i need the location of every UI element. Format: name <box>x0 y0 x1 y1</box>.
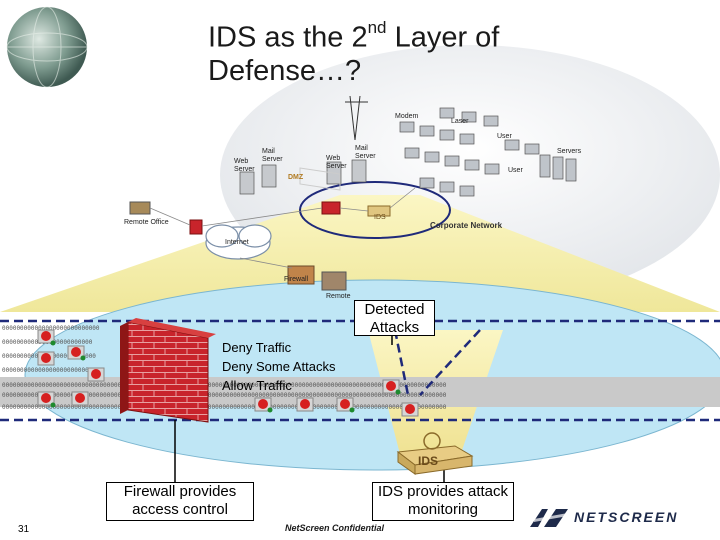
attack-packets <box>37 329 419 417</box>
firewall-wall <box>120 318 216 423</box>
title-superscript: nd <box>367 18 387 37</box>
label-user-mid: User <box>508 167 523 174</box>
network-illustration <box>129 95 577 291</box>
confidential-notice: NetScreen Confidential <box>285 523 385 533</box>
label-remote-bottom: Remote <box>326 293 351 300</box>
label-dmz: DMZ <box>288 174 304 181</box>
label-remote-office: Remote Office <box>124 219 169 226</box>
network-layer-ellipse <box>24 279 720 471</box>
label-mail-server-left: Mail Server <box>262 148 283 163</box>
deny-traffic-label: Deny Traffic <box>222 340 292 355</box>
attack-packet <box>401 402 419 417</box>
ids-caption: IDS provides attack monitoring <box>377 483 509 518</box>
attack-packet <box>87 367 105 382</box>
label-servers: Servers <box>557 148 582 155</box>
label-user-top: User <box>497 133 512 140</box>
label-laser: Laser <box>451 118 469 125</box>
attack-packet <box>254 397 272 412</box>
label-modem: Modem <box>395 113 419 120</box>
firewall-caption-box: Firewall provides access control <box>106 482 254 521</box>
svg-text:000000000000000000000000000000: 0000000000000000000000000000000000000000… <box>2 382 447 389</box>
attack-packet <box>37 351 55 366</box>
attack-packet <box>71 391 89 406</box>
coverage-beam <box>0 195 720 312</box>
label-web-server-right: Web Server <box>326 155 347 170</box>
title-prefix: IDS as the 2 <box>208 21 368 54</box>
label-ids-small: IDS <box>374 214 386 221</box>
attack-packet <box>37 329 55 344</box>
deny-some-attacks-label: Deny Some Attacks <box>222 359 336 374</box>
ids-sensor <box>396 432 474 475</box>
label-firewall-small: Firewall <box>284 276 309 283</box>
attack-packet <box>67 345 85 360</box>
netscreen-mark-icon <box>530 509 568 527</box>
svg-text:000000000000000000000000000000: 0000000000000000000000000000000000000000… <box>2 404 447 411</box>
firewall-caption: Firewall provides access control <box>123 483 237 518</box>
label-web-server-left: Web Server <box>234 158 255 173</box>
ids-caption-box: IDS provides attack monitoring <box>372 482 514 521</box>
svg-text:000000000000000000000000000000: 0000000000000000000000000000000000000000… <box>2 392 447 399</box>
svg-text:000000000000000000000000000: 000000000000000000000000000 <box>2 325 100 332</box>
title-suffix: Layer of <box>386 21 500 54</box>
attack-packet <box>382 379 400 394</box>
attack-packet <box>336 397 354 412</box>
ids-device-label: IDS <box>418 454 439 468</box>
allow-traffic-label: Allow Traffic <box>222 378 292 393</box>
detected-attacks-box: Detected Attacks <box>354 300 435 336</box>
label-mail-server-right: Mail Server <box>355 145 376 160</box>
title-line-2: Defense…? <box>208 54 362 87</box>
detected-attacks-label: Detected Attacks <box>364 301 425 336</box>
blocked-markers <box>50 340 401 413</box>
netscreen-logo: NETSCREEN <box>574 509 679 525</box>
traffic-dash-lines <box>0 319 720 422</box>
label-corporate-network: Corporate Network <box>430 221 503 230</box>
slide-title: IDS as the 2nd Layer of Defense…? <box>208 14 499 88</box>
slide-number: 31 <box>18 524 30 535</box>
attack-packet <box>37 391 55 406</box>
attack-packet <box>296 397 314 412</box>
label-internet: Internet <box>225 239 249 246</box>
svg-text:000000000000000000000000000: 000000000000000000000000000 <box>2 367 100 374</box>
corporate-network-ring <box>299 181 451 239</box>
